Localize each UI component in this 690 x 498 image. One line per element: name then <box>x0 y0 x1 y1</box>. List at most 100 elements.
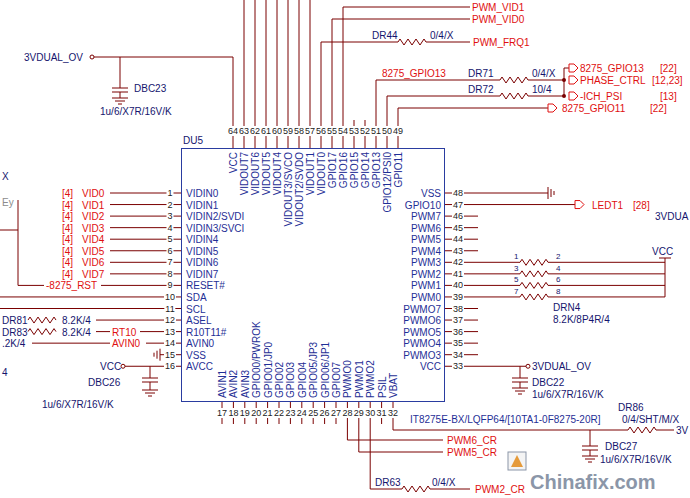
capacitor-symbol <box>582 446 598 450</box>
pin-number: 6 <box>556 275 560 284</box>
power-net: VCC <box>100 361 121 372</box>
ref-designator: DR71 <box>468 68 494 79</box>
pin-number: 15 <box>164 350 176 360</box>
ref-designator: DR63 <box>375 477 401 488</box>
pin-number: 33 <box>452 361 464 371</box>
wire <box>0 193 181 390</box>
pin-number: 5 <box>514 275 518 284</box>
pin-number: 43 <box>452 246 464 256</box>
pin-number: 48 <box>452 188 464 198</box>
pin-name: PWMO5 <box>403 326 441 337</box>
pin-number: 26 <box>319 408 331 418</box>
pin-name: GPIO10 <box>405 199 441 210</box>
pin-name: PWM3 <box>411 257 441 268</box>
offpage-connector <box>575 201 584 209</box>
pin-number: 9 <box>166 280 173 290</box>
resistor-symbol <box>28 329 56 335</box>
pin-name: PWM2 <box>411 268 441 279</box>
page-ref: [4] <box>62 199 73 210</box>
offpage-connector <box>569 92 578 100</box>
pin-name: GPIO00/PWROK <box>251 321 262 398</box>
net-label: VID1 <box>82 199 104 210</box>
ref-designator: DBC23 <box>134 83 166 94</box>
pin-number: 2 <box>556 252 560 261</box>
pin-number: 18 <box>227 408 239 418</box>
ground-symbol <box>154 349 160 361</box>
pin-number: 42 <box>452 257 464 267</box>
pin-name: GPIO11 <box>393 152 404 187</box>
pin-name: VIDOUT4 <box>272 152 283 195</box>
pin-name: PWM0 <box>411 291 441 302</box>
part-value: 0/4/X <box>430 30 453 41</box>
pin-name: VIDIN5 <box>186 245 218 256</box>
pin-name: VCC <box>228 152 239 173</box>
page-ref: [22] <box>660 63 677 74</box>
pin-name: VIDOUT6 <box>250 152 261 195</box>
offpage-connector <box>569 64 578 72</box>
pin-name: VIDIN2/SVDI <box>186 211 244 222</box>
pin-name: VCC <box>420 361 441 372</box>
page-ref: [4] <box>62 188 73 199</box>
pin-name: SDA <box>186 291 207 302</box>
capacitor-symbol <box>142 378 158 382</box>
pin-name: GPIO05/JP3 <box>308 342 319 398</box>
pin-number: 4 <box>556 263 560 272</box>
page-ref: [4] <box>62 245 73 256</box>
pin-name: PWM6 <box>411 222 441 233</box>
net-label: PWM_VID1 <box>472 2 524 13</box>
ground-symbol <box>548 187 554 199</box>
pin-name: SCL <box>186 303 205 314</box>
ref-designator: DRN4 <box>553 302 580 313</box>
part-value: 4 <box>2 367 8 378</box>
ref-designator: DR81 <box>2 315 28 326</box>
pin-name: VIDOUT7 <box>239 152 250 195</box>
pin-number: 23 <box>284 408 296 418</box>
pin-number: 6 <box>166 246 173 256</box>
pin-name: VIDOUT0 <box>316 152 327 195</box>
part-value: 8.2K/4 <box>62 326 91 337</box>
pin-number: 2 <box>166 200 173 210</box>
page-ref: [4] <box>62 222 73 233</box>
pin-name: GPIO12/PSI0 <box>382 152 393 213</box>
pin-number: 27 <box>330 408 342 418</box>
pin-name: GPIO15 <box>349 152 360 188</box>
pin-number: 8 <box>556 286 560 295</box>
power-net: 3VDUAL_OV <box>24 52 83 63</box>
pin-number: 1 <box>166 188 173 198</box>
pin-number: 34 <box>452 350 464 360</box>
pin-name: GPIO01/JP0 <box>262 342 273 398</box>
net-label: AVIN0 <box>112 338 140 349</box>
wire <box>94 0 569 148</box>
net-label: PWM6_CR <box>447 435 497 446</box>
power-net: 3V <box>676 425 688 436</box>
page-ref: [4] <box>62 234 73 245</box>
pin-number: 35 <box>452 338 464 348</box>
resistor-symbol <box>520 259 548 265</box>
pin-name: PWM4 <box>411 245 441 256</box>
pin-number: 7 <box>514 286 518 295</box>
pin-number: 46 <box>452 211 464 221</box>
pin-number: 12 <box>164 315 176 325</box>
power-net: 3VDUAL_OV <box>532 361 591 372</box>
net-label: PWM5_CR <box>447 447 497 458</box>
pin-number: 25 <box>307 408 319 418</box>
ground-symbol <box>582 456 598 462</box>
pin-number: 32 <box>387 408 399 418</box>
pin-name: VIDIN3/SVCI <box>186 222 244 233</box>
pin-number: 14 <box>164 338 176 348</box>
pin-number: 39 <box>452 292 464 302</box>
pin-number: 24 <box>296 408 308 418</box>
pin-name: AVIN2 <box>228 370 239 398</box>
pin-name: ASEL <box>186 315 212 326</box>
pin-number: 38 <box>452 304 464 314</box>
net-label: RT10 <box>112 326 136 337</box>
net-label: PWM_FRQ1 <box>473 37 530 48</box>
pin-name: GPIO17 <box>327 152 338 188</box>
resistor-symbol <box>28 317 56 323</box>
page-ref: [12,23] <box>652 75 683 86</box>
pin-name: GPIO03 <box>285 362 296 398</box>
page-ref: [13] <box>660 91 677 102</box>
resistor-symbol <box>500 77 528 83</box>
pin-name: PWMO1 <box>353 360 364 398</box>
power-port <box>90 55 94 59</box>
